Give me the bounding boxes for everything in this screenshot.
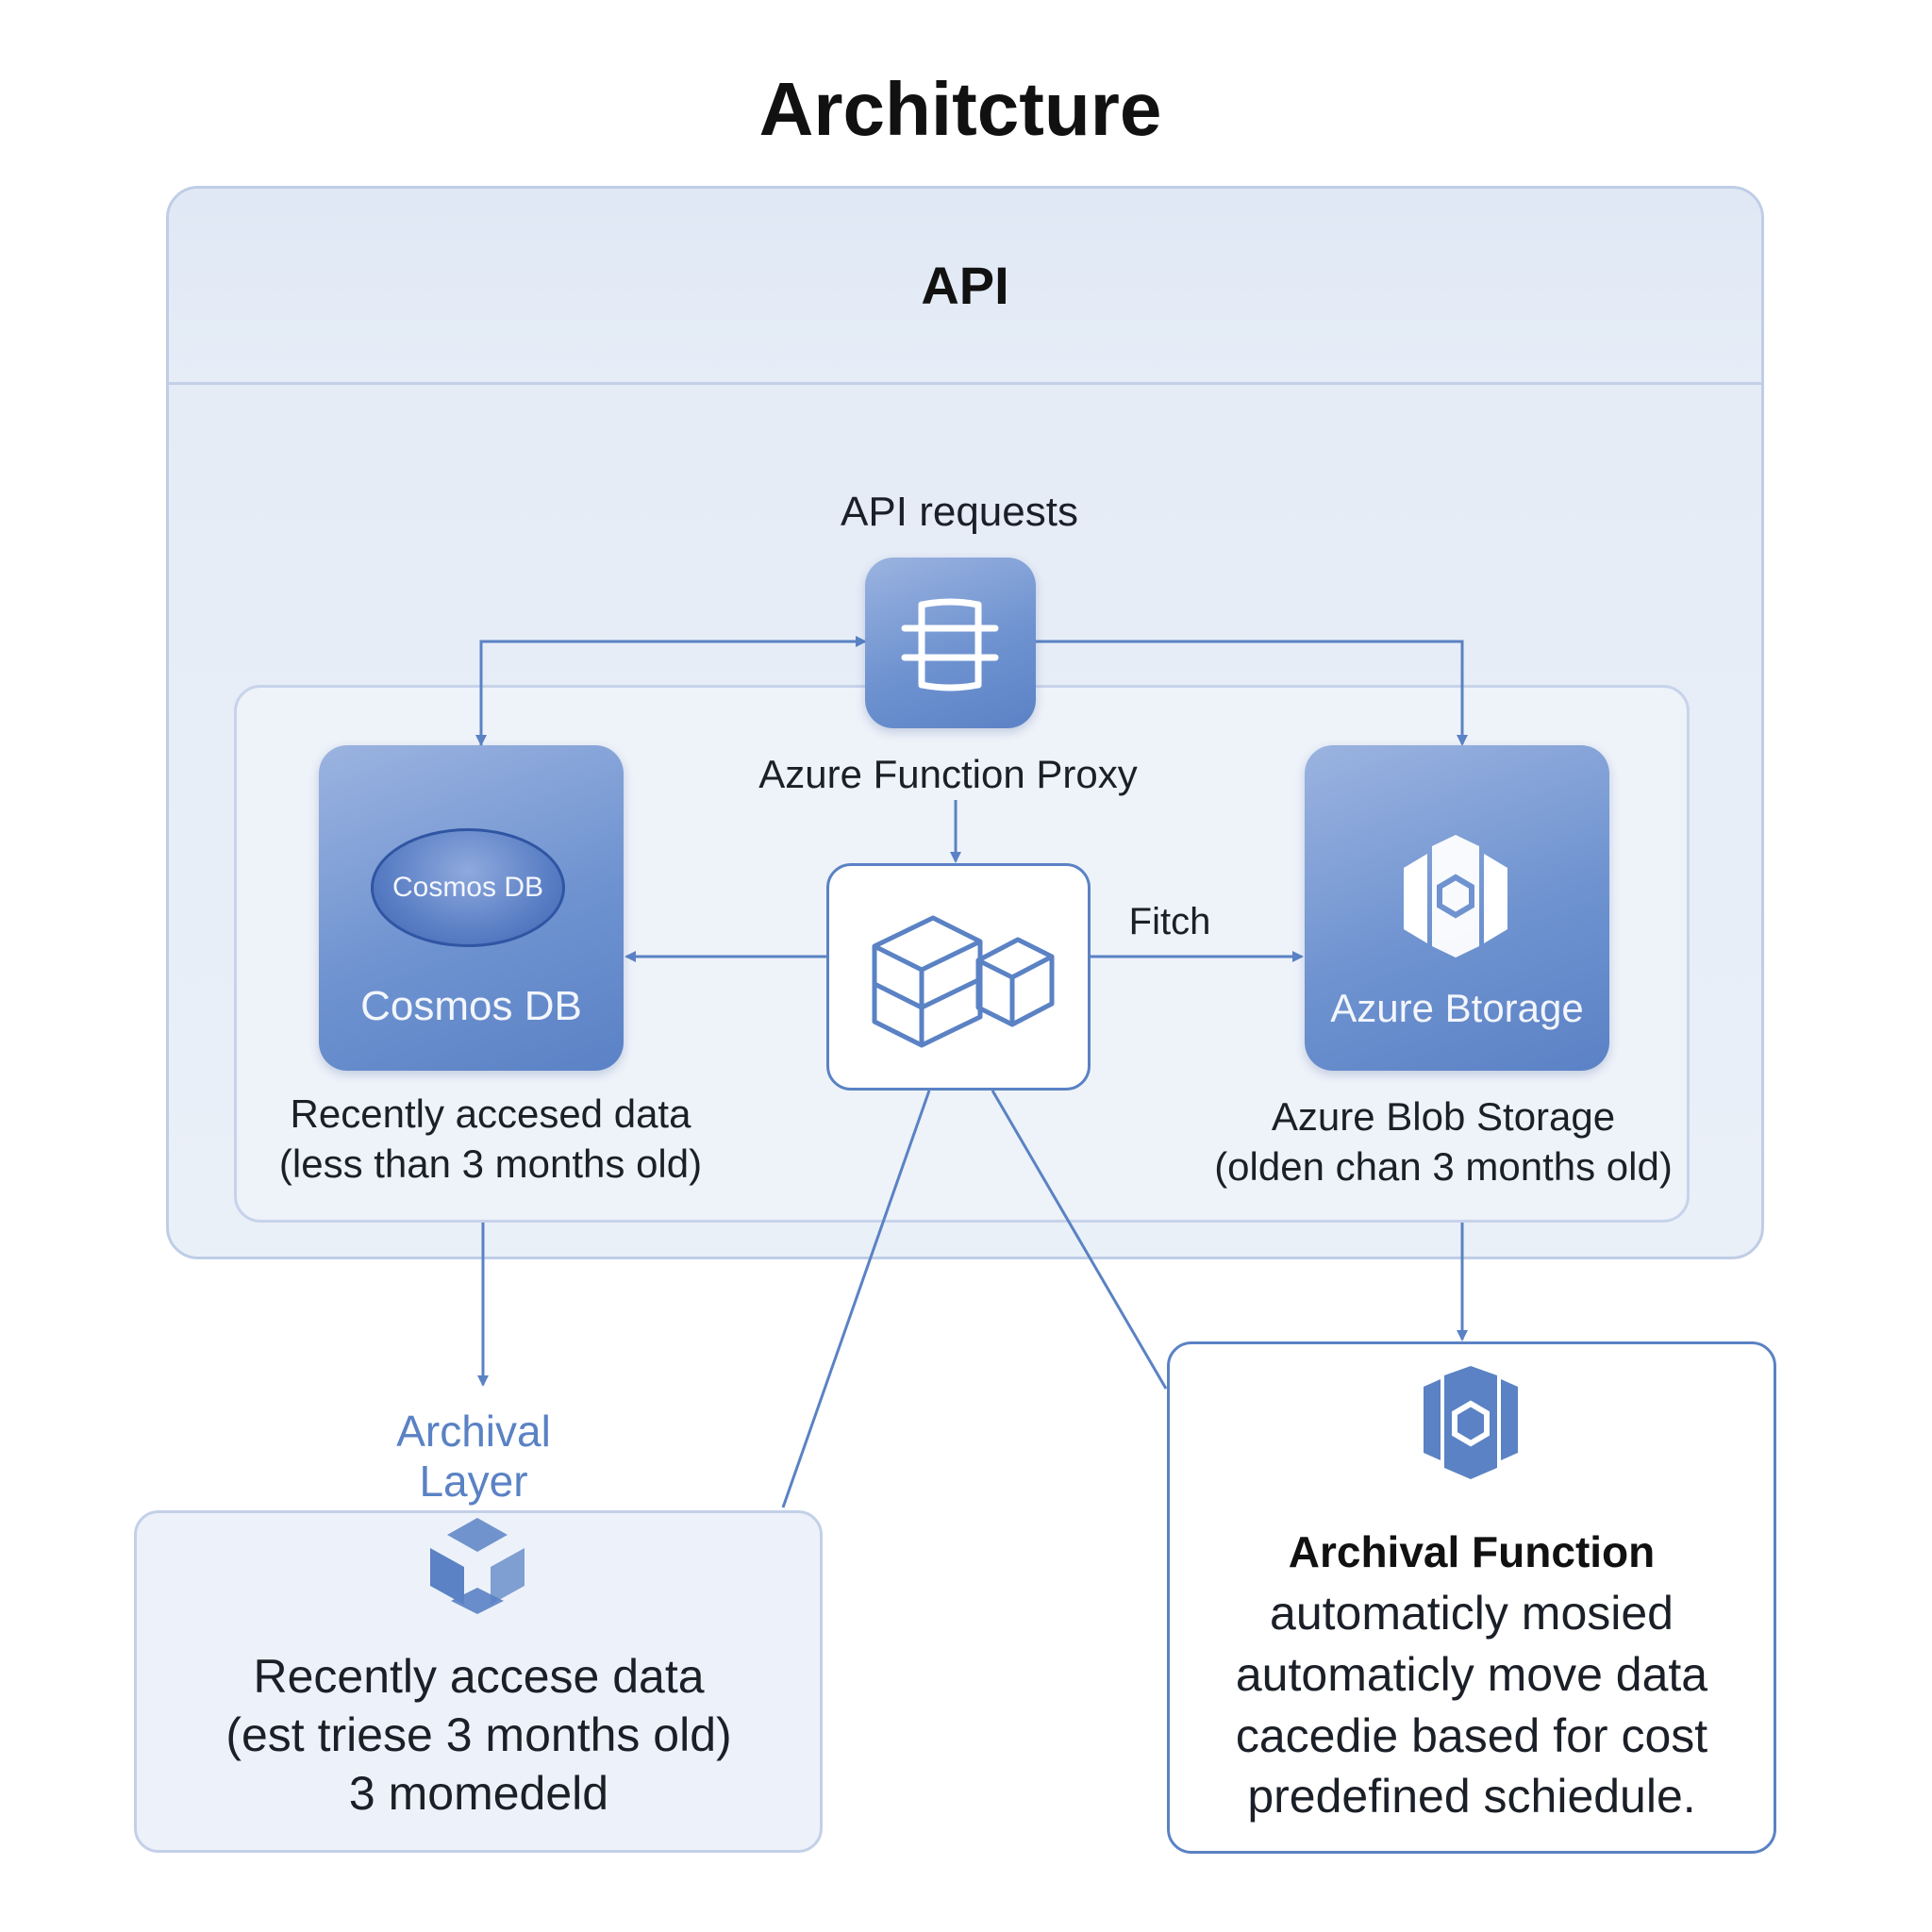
compute-tile — [826, 863, 1091, 1091]
archival-function-title: Archival Function — [1288, 1527, 1656, 1576]
grid-hub-icon — [901, 598, 999, 691]
archival-layer-panel — [134, 1510, 823, 1853]
proxy-label: Azure Function Proxy — [758, 752, 1138, 796]
archival-layer-line1: Recently accese data — [253, 1650, 705, 1703]
azure-storage-tile: Azure Btorage — [1305, 745, 1609, 1071]
archival-layer-line2: (est triese 3 months old) — [225, 1708, 732, 1761]
hex-cube-icon — [430, 1518, 525, 1614]
storage-caption-line1: Azure Blob Storage — [1271, 1094, 1616, 1139]
storage-caption-line2: (olden chan 3 months old) — [1214, 1144, 1673, 1189]
archival-layer-heading-line2: Layer — [419, 1457, 528, 1506]
cosmos-caption-line1: Recently accesed data — [290, 1091, 691, 1136]
proxy-tile — [865, 558, 1036, 728]
archival-layer-heading-line1: Archival — [396, 1407, 551, 1456]
diagram-title: Architcture — [758, 67, 1162, 151]
cosmos-caption-line2: (less than 3 months old) — [278, 1141, 703, 1186]
archival-function-line1: automaticly mosied — [1270, 1587, 1674, 1640]
cosmos-db-logo: Cosmos DB — [371, 828, 565, 947]
cubes-icon — [872, 915, 1055, 1048]
api-header: API — [169, 189, 1761, 385]
function-hexagon-icon — [1424, 1366, 1518, 1479]
archival-function-line3: cacedie based for cost — [1235, 1709, 1708, 1762]
api-requests-label: API requests — [841, 489, 1078, 535]
archival-function-line2: automaticly move data — [1235, 1648, 1708, 1701]
archival-layer-line3: 3 momedeld — [348, 1767, 609, 1820]
cosmos-db-tile-label: Cosmos DB — [360, 983, 582, 1029]
archival-function-line4: predefined schiedule. — [1247, 1770, 1696, 1823]
storage-hexagon-icon — [1404, 835, 1507, 958]
azure-storage-tile-label: Azure Btorage — [1330, 986, 1584, 1030]
fetch-label: Fitch — [1128, 901, 1211, 942]
